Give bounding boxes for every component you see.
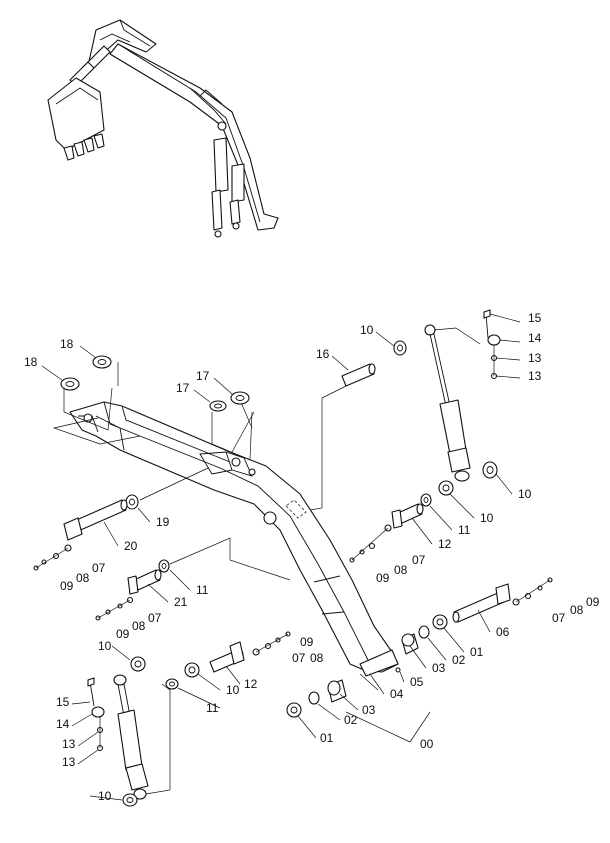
part-label-16: 16 [316,347,330,361]
part-label-13: 13 [62,755,76,769]
pin-group-12-lower [165,631,291,690]
part-label-07: 07 [412,553,426,567]
part-label-21: 21 [174,595,188,609]
part-label-09: 09 [300,635,314,649]
part-label-13: 13 [62,737,76,751]
part-labels: 1514131310161818171710101112192007080907… [24,311,600,803]
part-label-08: 08 [570,603,584,617]
part-label-19: 19 [156,515,170,529]
bracket-outlines [52,362,255,461]
pin-group-12-right [349,480,454,563]
upper-right-cylinder [393,309,501,482]
part-label-17: 17 [196,369,210,383]
washer-18 [60,355,112,391]
pin-06-right [401,577,553,655]
part-label-10: 10 [480,511,494,525]
part-label-17: 17 [176,381,190,395]
overview-thumbnail [47,19,279,238]
part-label-02: 02 [452,653,466,667]
part-label-09: 09 [60,579,74,593]
part-label-09: 09 [586,595,600,609]
part-label-07: 07 [148,611,162,625]
part-label-14: 14 [528,331,542,345]
part-label-08: 08 [394,563,408,577]
boom-main [69,401,399,677]
part-label-01: 01 [320,731,334,745]
part-label-06: 06 [496,625,510,639]
part-label-07: 07 [552,611,566,625]
part-label-12: 12 [438,537,452,551]
part-label-05: 05 [410,675,424,689]
part-label-11: 11 [196,583,209,597]
part-label-11: 11 [458,523,471,537]
part-label-18: 18 [60,337,74,351]
part-label-08: 08 [76,571,90,585]
part-label-03: 03 [362,703,376,717]
part-label-14: 14 [56,717,70,731]
pin-20-left [33,467,209,571]
part-label-02: 02 [344,713,358,727]
part-label-00: 00 [420,737,434,751]
part-label-11: 11 [206,701,219,715]
part-label-10: 10 [98,639,112,653]
part-label-08: 08 [132,619,146,633]
part-label-10: 10 [226,683,240,697]
part-label-10: 10 [360,323,374,337]
part-label-13: 13 [528,369,542,383]
part-label-20: 20 [124,539,138,553]
part-label-18: 18 [24,355,38,369]
part-label-09: 09 [376,571,390,585]
leader-lines [41,313,521,801]
part-label-10: 10 [518,487,532,501]
part-label-10: 10 [98,789,112,803]
lower-left-cylinder [87,656,171,807]
bushing-group-lower [286,667,431,743]
part-label-07: 07 [92,561,106,575]
part-label-15: 15 [56,695,70,709]
part-label-07: 07 [292,651,306,665]
part-label-13: 13 [528,351,542,365]
part-label-03: 03 [432,661,446,675]
pin-16 [309,363,376,511]
washer-17 [209,391,250,412]
part-label-12: 12 [244,677,258,691]
part-label-01: 01 [470,645,484,659]
part-label-15: 15 [528,311,542,325]
pin-21-left [95,537,291,621]
part-label-04: 04 [390,687,404,701]
part-label-08: 08 [310,651,324,665]
part-label-09: 09 [116,627,130,641]
